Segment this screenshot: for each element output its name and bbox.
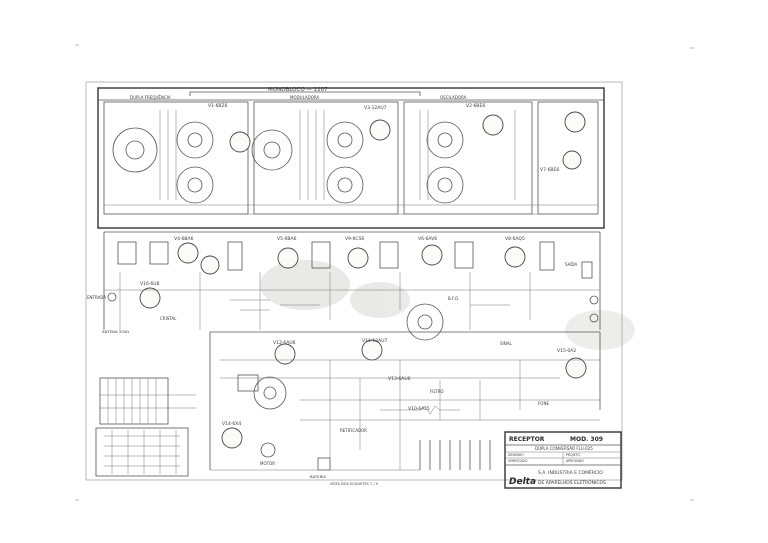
tube-label-v1: V1-6BZ6 (208, 103, 228, 109)
title-receiver: RECEPTOR (509, 436, 545, 443)
sheet-border (85, 81, 623, 481)
title-row1-left: DESENHO (508, 453, 524, 457)
top-bracket-label: MONOBLOCO — 1107 (268, 87, 328, 93)
section-label-1: DUPLA FREQUÊNCIA (130, 95, 171, 100)
label-fone: FONE (538, 401, 549, 406)
label-sinal: SINAL (500, 341, 512, 346)
tube-label-v7: V7-6BE6 (540, 167, 559, 173)
title-row1-right: PROJETO (566, 453, 581, 457)
label-antena: ANTENA 300Ω (102, 329, 129, 334)
label-bfo: B.F.O. (448, 296, 459, 301)
tube-label-v14: V14-6X4 (222, 421, 241, 427)
label-motor: MOTOR (260, 461, 275, 466)
tube-label-v6: V6-6AV6 (418, 236, 437, 242)
tube-label-v9: V9-6CS6 (345, 236, 364, 242)
tube-label-v12: V12-6AU6 (273, 340, 296, 346)
if-amplifier-row: V4-6BA6 V5-6BA6 V9-6CS6 V6-6AV6 V8-6AQ5 … (87, 231, 601, 341)
label-bateria: BATERIA (310, 474, 326, 479)
label-cristal: CRISTAL (160, 316, 177, 321)
title-model: MOD. 309 (570, 436, 603, 443)
front-end-block: MONOBLOCO — 1107 DUPLA FREQUÊNCIA MODULA… (97, 87, 605, 229)
label-filtro: FILTRO (430, 389, 444, 394)
title-company-line2: DE APARELHOS ELETRÔNICOS (538, 479, 606, 486)
tube-label-v5: V5-6BA6 (277, 236, 297, 242)
tube-label-v3: V3-12AU7 (364, 105, 387, 111)
tube-label-v8: V8-6AQ5 (505, 236, 525, 242)
tube-label-v4: V4-6BA6 (174, 236, 194, 242)
section-label-3: OSCILADORA (440, 95, 467, 100)
title-row2-left: VERIFICADO (508, 459, 528, 463)
band-switch-assembly (95, 377, 196, 477)
title-block: RECEPTOR MOD. 309 DUPLA CONVERSÃO FLU-02… (504, 431, 622, 489)
tube-label-v2: V2-6BE6 (466, 103, 485, 109)
title-subtitle: DUPLA CONVERSÃO FLU-025 (535, 446, 593, 451)
tube-label-v15: V15-0A2 (557, 348, 576, 354)
title-row2-right: APROVADO (566, 459, 584, 463)
company-logo: Delta (509, 477, 536, 487)
title-company-line1: S.A. INDÚSTRIA E COMÉRCIO (538, 468, 603, 476)
label-entrada: ENTRADA (87, 295, 106, 300)
lower-section: V12-6AU6 V11-12AU7 V15-0A2 V14-6X4 MOTOR… (209, 331, 601, 486)
label-ret: RETIFICADOR (340, 428, 367, 433)
paper-stains (260, 260, 635, 350)
tube-label-v10: V10-6AL5 (408, 406, 430, 412)
corner-marks (75, 44, 694, 501)
tube-label-v13: V13-6AU6 (388, 376, 411, 382)
label-vista: VISTA DOS SOQUETES 7 / 9 (330, 482, 378, 486)
section-label-2: MODULADORA (290, 95, 320, 100)
label-saida: SAÍDA (565, 262, 578, 267)
tube-label-v11: V11-12AU7 (362, 338, 388, 344)
tube-label-v16: V16-6U8 (140, 281, 160, 287)
